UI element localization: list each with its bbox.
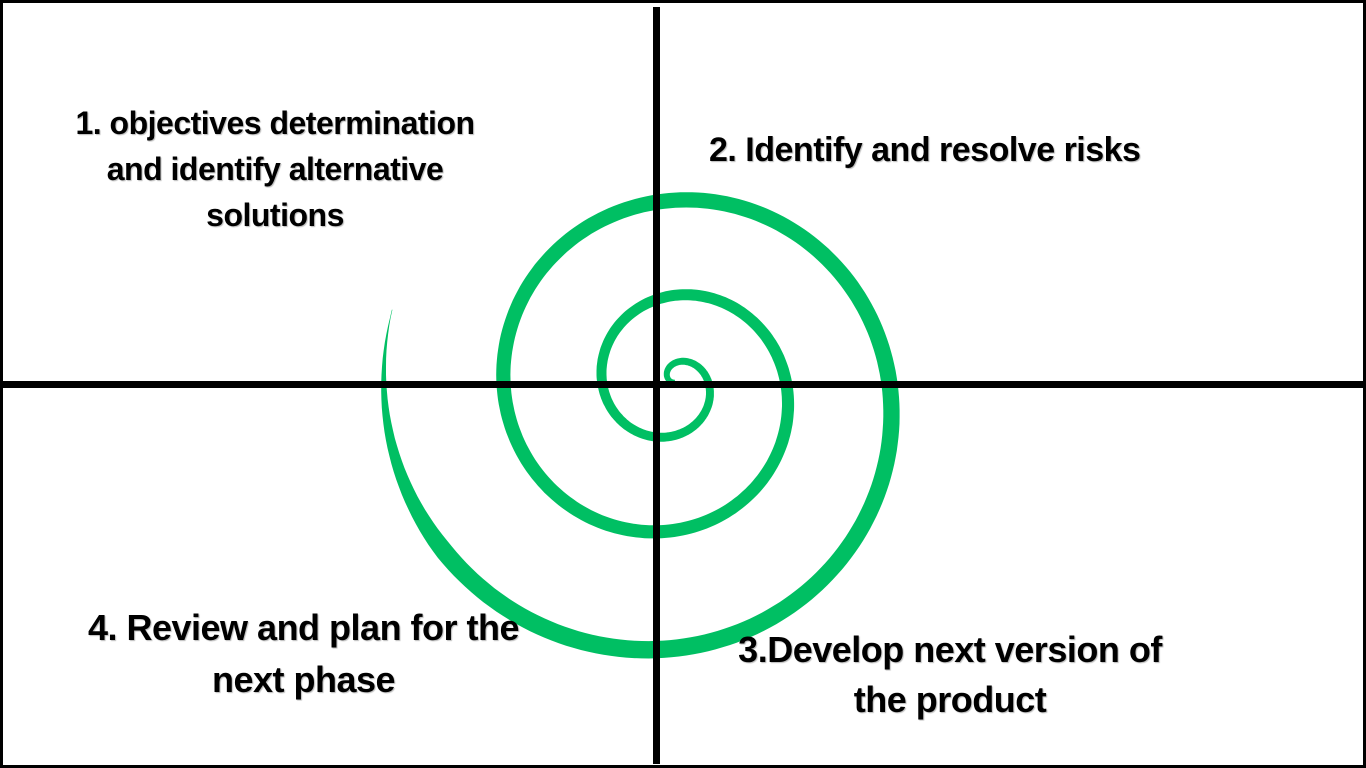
quadrant-1-line-2: and identify alternative xyxy=(106,151,444,187)
quadrant-3-label: 3.Develop next version of the product xyxy=(700,625,1200,725)
quadrant-4-line-1: 4. Review and plan for the xyxy=(87,607,520,648)
quadrant-2-line-1: 2. Identify and resolve risks xyxy=(709,131,1141,169)
horizontal-axis-line xyxy=(3,381,1363,388)
quadrant-3-line-2: the product xyxy=(853,679,1047,720)
quadrant-4-line-2: next phase xyxy=(211,659,396,700)
quadrant-1-label: 1. objectives determination and identify… xyxy=(25,100,525,238)
quadrant-1-line-3: solutions xyxy=(206,197,344,233)
quadrant-1-line-1: 1. objectives determination xyxy=(75,105,475,141)
quadrant-4-label: 4. Review and plan for the next phase xyxy=(31,602,576,706)
spiral-path xyxy=(381,192,900,659)
spiral-graphic xyxy=(381,192,900,659)
quadrant-3-line-1: 3.Develop next version of xyxy=(738,629,1162,670)
quadrant-2-label: 2. Identify and resolve risks xyxy=(709,130,1229,170)
